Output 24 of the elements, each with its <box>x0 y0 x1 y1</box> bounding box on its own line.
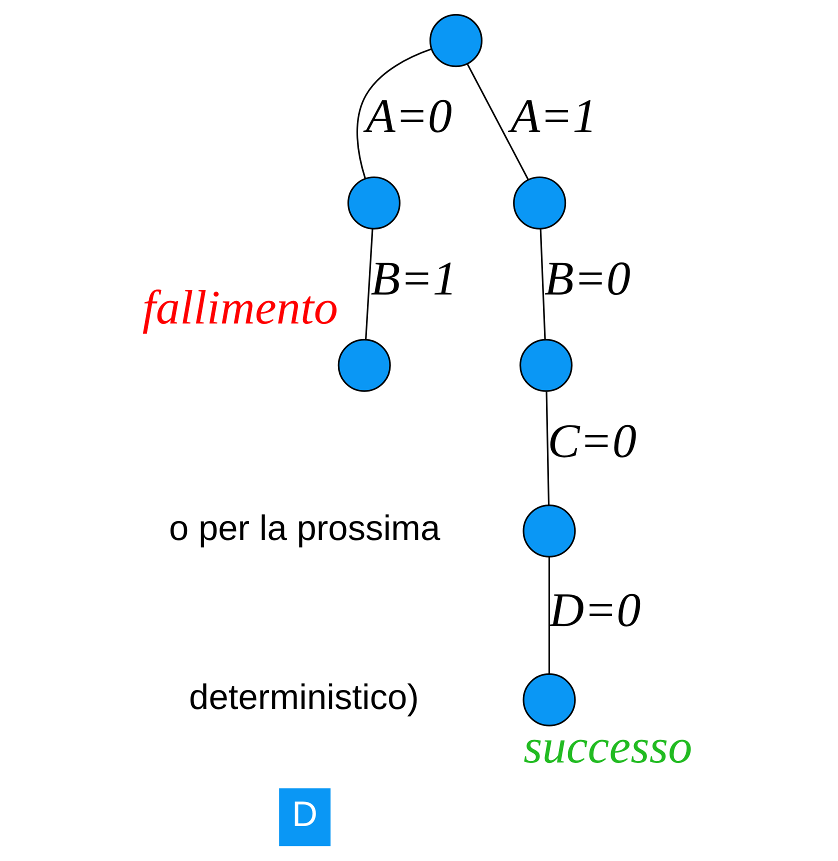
edge-label: A=1 <box>510 90 597 144</box>
node-circle <box>522 673 576 726</box>
edge-label: B=0 <box>544 252 631 306</box>
connector <box>548 557 550 674</box>
label: o per la prossima <box>168 509 440 548</box>
node-circle <box>347 176 400 230</box>
connector <box>466 64 529 180</box>
node-circle <box>520 338 573 392</box>
label: D <box>292 795 318 834</box>
node-circle <box>429 14 483 68</box>
edge-label: D=0 <box>549 584 641 637</box>
node-circle <box>338 338 391 392</box>
node-circle <box>513 176 566 230</box>
node-label: successo <box>524 720 692 774</box>
edge-label: C=0 <box>548 415 636 468</box>
edge-label: B=1 <box>370 252 457 306</box>
connector <box>540 228 546 340</box>
node-label: fallimento <box>142 282 338 335</box>
node-circle <box>522 504 576 558</box>
connector <box>546 392 550 506</box>
connector <box>356 48 432 179</box>
edge-label: A=0 <box>366 90 452 144</box>
connector <box>365 228 374 340</box>
label: deterministico) <box>189 678 419 717</box>
